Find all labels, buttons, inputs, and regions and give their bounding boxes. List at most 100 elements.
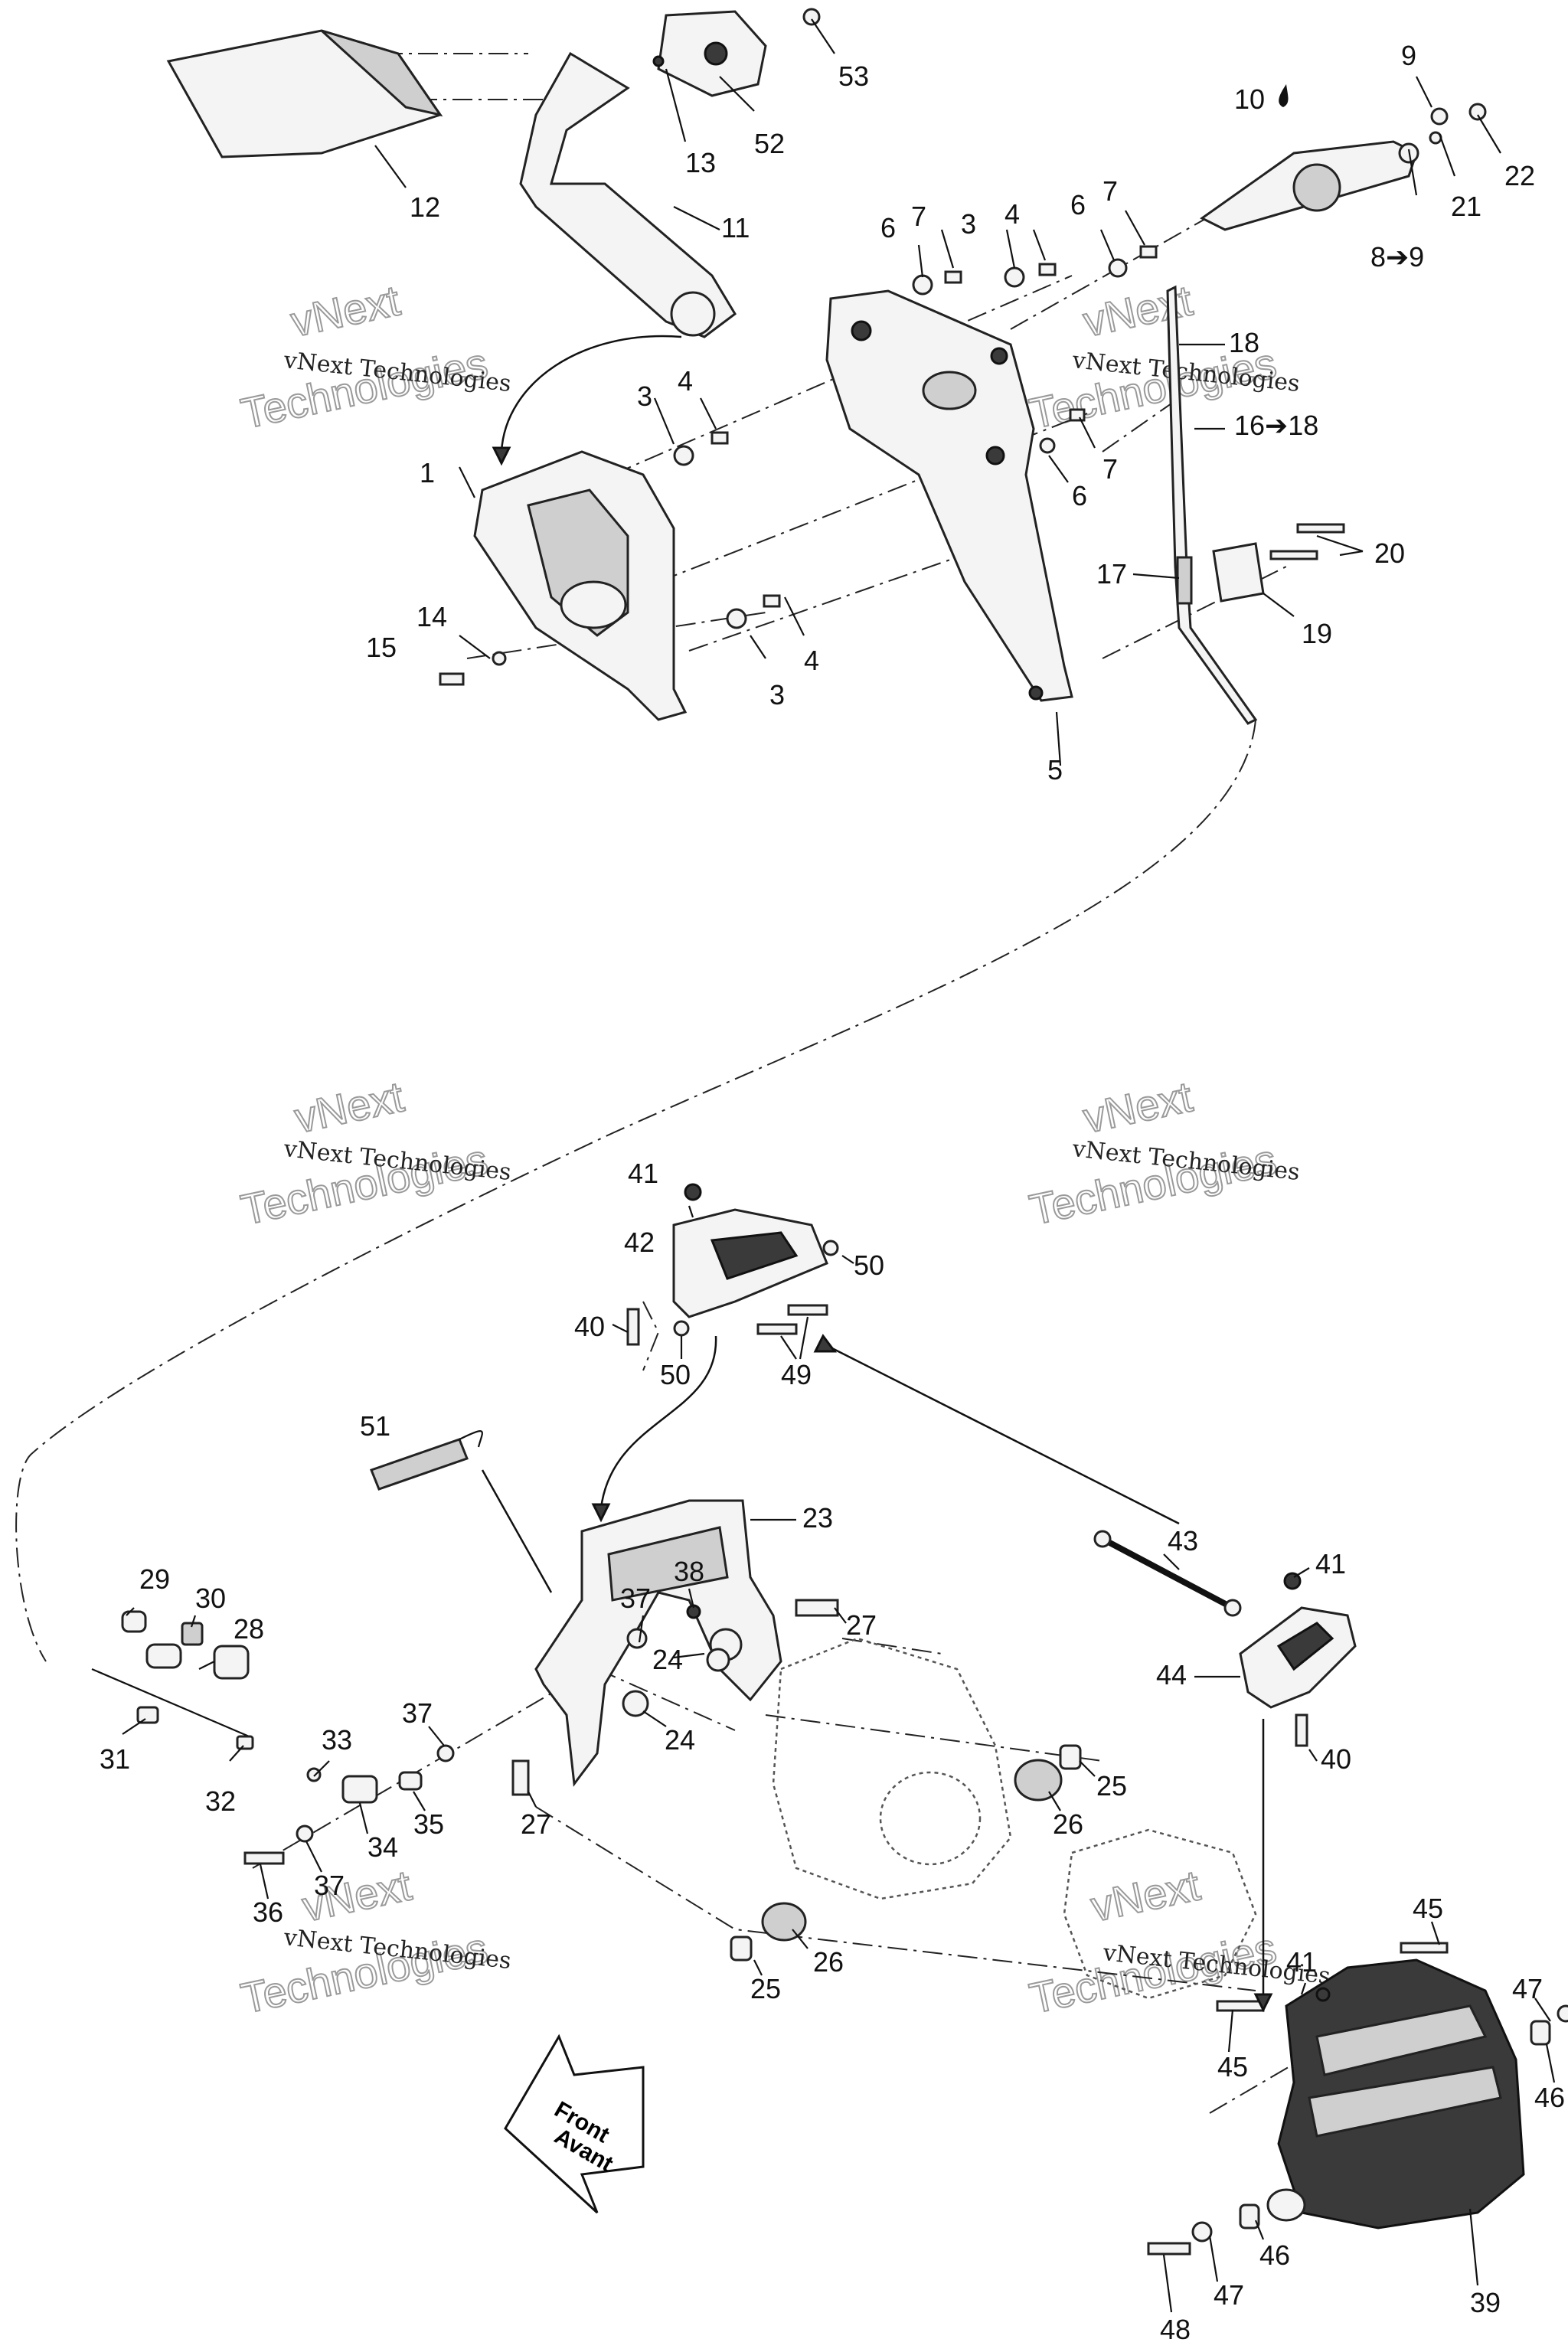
callout-6b: 6: [1070, 189, 1086, 220]
washer-part-3a: [673, 445, 694, 466]
callout-37a: 37: [402, 1697, 433, 1729]
nut-part-41a: [684, 1183, 702, 1201]
watermark-bottom-left: vNext Technologies vNext Technologies: [236, 1860, 512, 2023]
callout-7a: 7: [911, 201, 926, 232]
callout-41a: 41: [628, 1158, 658, 1189]
gear-housing-outline: [772, 1637, 1012, 1900]
callout-48: 48: [1160, 2314, 1191, 2345]
callout-11: 11: [721, 212, 750, 243]
washer-part-37c: [296, 1824, 314, 1843]
callout-5: 5: [1047, 754, 1063, 786]
callout-19: 19: [1302, 618, 1332, 649]
assembly-arrow-head-c: [813, 1334, 837, 1353]
svg-text:vNext: vNext: [290, 1072, 408, 1142]
caliper-boss: [1266, 2188, 1306, 2222]
callout-31: 31: [100, 1743, 130, 1775]
rod-sleeve-17: [1176, 556, 1193, 605]
callout-34: 34: [368, 1831, 398, 1863]
screw-part-7b: [1139, 245, 1158, 259]
callout-37c: 37: [314, 1870, 345, 1901]
fluid-drop-icon: [1279, 84, 1289, 107]
bracket-bushing-low: [1028, 685, 1044, 701]
link-rod-eye-a: [1093, 1530, 1112, 1548]
callout-10: 10: [1234, 83, 1265, 115]
bolt-part-36: [243, 1851, 285, 1865]
nut-part-41b: [1283, 1572, 1302, 1590]
screw-part-7c: [1069, 408, 1086, 422]
bushing-part-46a: [1530, 2020, 1551, 2046]
callout-16-to-18: 16➔18: [1234, 410, 1318, 441]
assembly-arrow-head-b: [591, 1503, 611, 1523]
bolt-part-48: [1147, 2242, 1191, 2256]
washer-part-47b: [1191, 2221, 1213, 2243]
bracket-bushing-top: [851, 320, 872, 341]
bushing-part-25a: [1059, 1744, 1082, 1770]
callout-41b: 41: [1315, 1548, 1346, 1579]
washer-part-3c: [1004, 266, 1025, 288]
bearing-part-26a: [1014, 1759, 1063, 1802]
washer-part-37b: [436, 1744, 455, 1762]
nut-part-50a: [822, 1240, 839, 1256]
callout-43: 43: [1168, 1525, 1198, 1557]
assembly-arrow-head-d: [1253, 1993, 1273, 2013]
lever-hub-10: [1292, 163, 1341, 212]
bushing-part-28b: [145, 1643, 182, 1669]
bushing-part-25b: [730, 1936, 753, 1962]
gear-housing-bore: [879, 1771, 982, 1866]
washer-part-6c: [1039, 437, 1056, 454]
screw-part-7a: [944, 270, 962, 284]
cover-plate-edge: [320, 29, 443, 117]
nut-part-41c: [1315, 1987, 1331, 2002]
callout-24a: 24: [652, 1644, 683, 1675]
washer-part-6b: [1108, 258, 1128, 278]
screw-part-53: [802, 8, 821, 26]
spring-hook: [459, 1430, 483, 1448]
callout-45b: 45: [1217, 2051, 1248, 2082]
callout-52: 52: [754, 128, 785, 159]
callout-24b: 24: [665, 1724, 695, 1756]
bushing-part-28: [213, 1645, 250, 1680]
watermark-mid-left: vNext Technologies vNext Technologies: [236, 1071, 512, 1234]
callout-38: 38: [674, 1556, 704, 1587]
bolt-part-20b: [1296, 523, 1345, 534]
leader-lines: [122, 18, 1556, 2313]
bearing-part-26b: [761, 1902, 807, 1942]
ferrule-part-31: [136, 1706, 159, 1724]
bushing-part-24a: [706, 1648, 730, 1672]
callout-4b: 4: [804, 645, 819, 676]
bolt-part-27a: [795, 1599, 839, 1617]
assembly-arrow-11-to-1: [500, 335, 682, 452]
callout-4c: 4: [1004, 198, 1020, 230]
callout-45a: 45: [1413, 1893, 1443, 1924]
nut-part-9: [1430, 107, 1449, 126]
bracket-bearing-seat: [922, 371, 977, 410]
callout-44: 44: [1156, 1659, 1187, 1690]
callout-17: 17: [1096, 558, 1127, 590]
bolt-part-40a: [626, 1308, 640, 1346]
callout-39: 39: [1470, 2287, 1501, 2318]
pulley-guard-opening: [560, 580, 627, 629]
callout-53: 53: [838, 60, 869, 92]
callout-46a: 46: [1534, 2082, 1565, 2113]
callout-3c: 3: [961, 208, 976, 240]
screw-part-4b: [763, 594, 781, 608]
washer-part-47a: [1557, 2004, 1568, 2023]
bolt-part-15: [439, 672, 465, 686]
nut-part-50b: [673, 1320, 690, 1337]
assembly-arrow-head-a: [492, 446, 511, 466]
bolt-part-45b: [1216, 2000, 1265, 2012]
link-rod-eye-b: [1223, 1599, 1242, 1617]
callout-22: 22: [1504, 160, 1535, 191]
watermark-top-left: vNext Technologies vNext Technologies: [236, 275, 512, 438]
callout-49: 49: [781, 1359, 812, 1390]
callout-13: 13: [685, 147, 716, 178]
bracket-bushing-mid: [985, 446, 1005, 466]
callout-12: 12: [410, 191, 440, 223]
callout-29: 29: [139, 1563, 170, 1595]
callout-30: 30: [195, 1583, 226, 1614]
lever-hub: [670, 291, 716, 337]
ferrule-part-32: [236, 1735, 254, 1750]
svg-text:vNext: vNext: [1086, 1860, 1204, 1930]
svg-text:vNext: vNext: [286, 276, 404, 345]
